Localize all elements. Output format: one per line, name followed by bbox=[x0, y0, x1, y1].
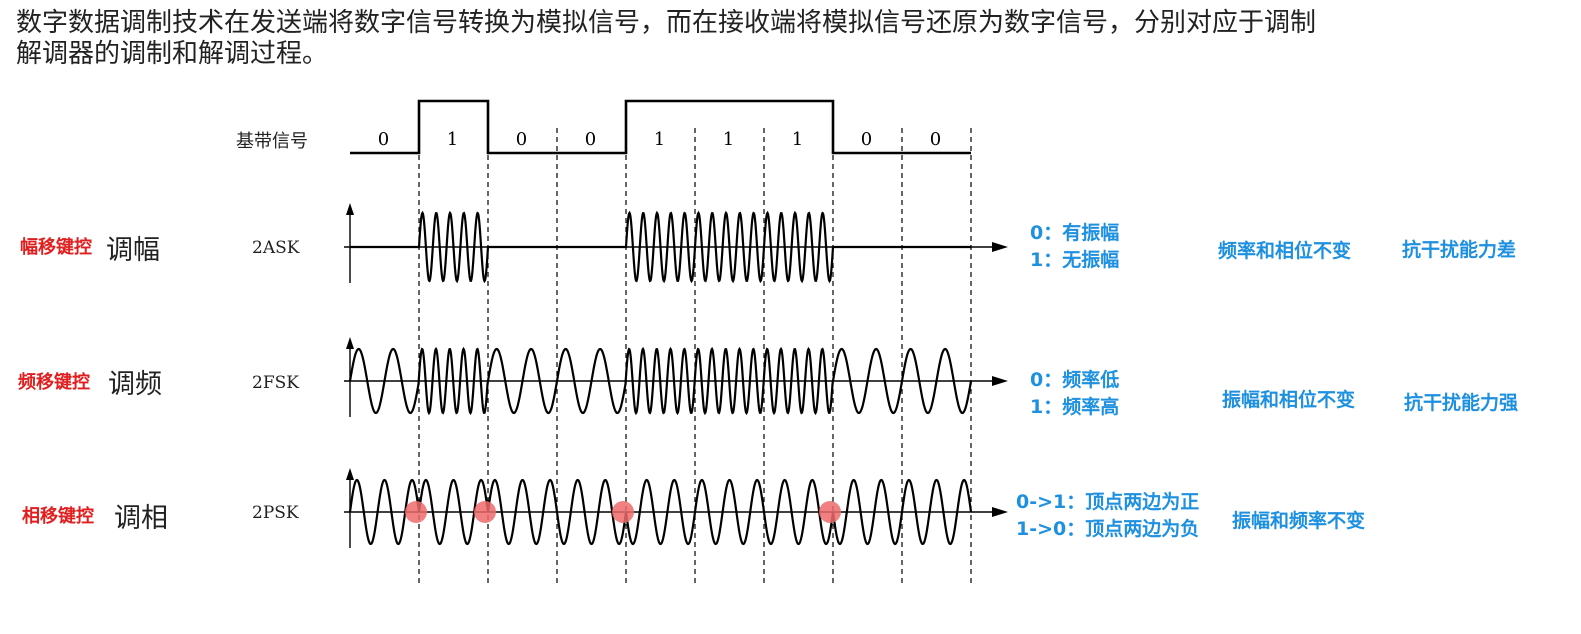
fsk-rule-annotation: 0：频率低 1：频率高 bbox=[1030, 367, 1119, 421]
ask-axis-arrow bbox=[992, 242, 1008, 252]
intro-paragraph: 数字数据调制技术在发送端将数字信号转换为模拟信号，而在接收端将模拟信号还原为数字… bbox=[16, 8, 1556, 70]
psk-axis-arrow bbox=[992, 507, 1008, 517]
psk-rule-line: 1->0：顶点两边为负 bbox=[1016, 518, 1200, 540]
ask-signal-label: 2ASK bbox=[252, 238, 300, 258]
baseband-bit-label: 0 bbox=[516, 129, 527, 150]
signal-axes bbox=[344, 203, 1008, 548]
psk-rule-line: 0->1：顶点两边为正 bbox=[1016, 491, 1200, 513]
ask-unchanged-note: 频率和相位不变 bbox=[1218, 240, 1352, 262]
baseband-signal bbox=[350, 99, 971, 155]
intro-line-2: 解调器的调制和解调过程。 bbox=[16, 39, 329, 69]
phase-change-markers bbox=[405, 501, 841, 523]
fsk-waveform-path bbox=[348, 346, 973, 416]
ask-waveform-path bbox=[350, 210, 971, 284]
baseband-bit-label: 0 bbox=[585, 129, 596, 150]
psk-axis-vertical-arrow bbox=[346, 468, 354, 480]
baseband-label: 基带信号 bbox=[236, 131, 308, 152]
fsk-rule-line: 0：频率低 bbox=[1030, 369, 1120, 391]
ask-waveform bbox=[350, 210, 971, 284]
fsk-axis-vertical-arrow bbox=[346, 337, 354, 349]
ask-noise-note: 抗干扰能力差 bbox=[1402, 239, 1517, 261]
psk-waveform-path bbox=[348, 478, 973, 546]
phase-change-marker bbox=[405, 501, 427, 523]
fsk-waveform bbox=[348, 346, 973, 416]
ask-rule-line: 0：有振幅 bbox=[1030, 222, 1120, 244]
intro-line-1: 数字数据调制技术在发送端将数字信号转换为模拟信号，而在接收端将模拟信号还原为数字… bbox=[16, 8, 1317, 38]
ask-rule-annotation: 0：有振幅 1：无振幅 bbox=[1030, 220, 1119, 274]
baseband-bit-label: 0 bbox=[930, 129, 941, 150]
psk-signal-label: 2PSK bbox=[252, 503, 299, 523]
psk-waveform bbox=[348, 478, 973, 546]
ask-rule-line: 1：无振幅 bbox=[1030, 249, 1120, 271]
ask-method-label: 幅移键控 bbox=[20, 237, 92, 258]
fsk-rule-line: 1：频率高 bbox=[1030, 396, 1120, 418]
baseband-bit-label: 0 bbox=[378, 129, 389, 150]
ask-term-label: 调幅 bbox=[106, 235, 160, 266]
psk-method-label: 相移键控 bbox=[22, 506, 94, 527]
phase-change-marker bbox=[819, 501, 841, 523]
ask-axis-vertical-arrow bbox=[346, 203, 354, 215]
baseband-square-wave bbox=[350, 99, 971, 155]
fsk-signal-label: 2FSK bbox=[252, 373, 299, 393]
fsk-axis-arrow bbox=[992, 376, 1008, 386]
phase-change-marker bbox=[612, 501, 634, 523]
fsk-method-label: 频移键控 bbox=[18, 372, 90, 393]
fsk-unchanged-note: 振幅和相位不变 bbox=[1222, 389, 1356, 411]
phase-change-marker bbox=[474, 501, 496, 523]
baseband-bit-label: 0 bbox=[861, 129, 872, 150]
psk-unchanged-note: 振幅和频率不变 bbox=[1232, 510, 1366, 532]
baseband-bit-label: 1 bbox=[654, 129, 665, 150]
baseband-bit-labels: 0 1 0 0 1 1 1 0 0 bbox=[378, 129, 941, 150]
psk-rule-annotation: 0->1：顶点两边为正 1->0：顶点两边为负 bbox=[1016, 489, 1199, 543]
fsk-noise-note: 抗干扰能力强 bbox=[1404, 392, 1519, 414]
baseband-bit-label: 1 bbox=[447, 129, 458, 150]
baseband-bit-label: 1 bbox=[723, 129, 734, 150]
psk-term-label: 调相 bbox=[114, 503, 168, 534]
fsk-term-label: 调频 bbox=[108, 369, 162, 400]
baseband-bit-label: 1 bbox=[792, 129, 803, 150]
